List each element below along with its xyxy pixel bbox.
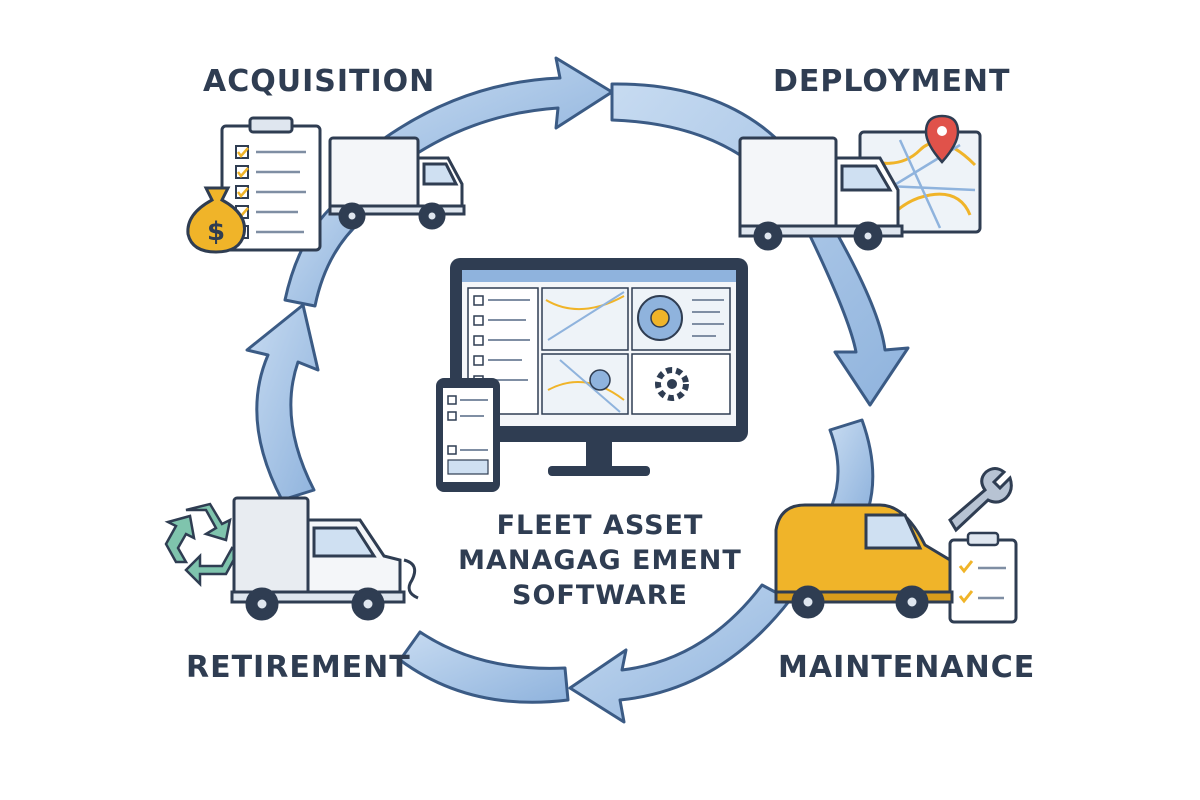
tablet-icon <box>436 378 500 492</box>
cargo-van-icon <box>774 503 954 619</box>
arrow-maintenance-to-retirement <box>568 583 792 724</box>
wrench-icon <box>948 467 1013 533</box>
money-bag-icon: $ <box>186 186 247 254</box>
arrow-retirement-to-acquisition <box>245 303 320 502</box>
delivery-truck-icon <box>738 136 904 251</box>
box-truck-icon <box>328 136 466 230</box>
worn-truck-icon <box>230 496 419 621</box>
stage-label-deployment: DEPLOYMENT <box>773 64 1011 99</box>
center-title-line-3: SOFTWARE <box>512 580 688 611</box>
recycle-icon <box>164 502 240 588</box>
monitor-icon <box>450 258 748 476</box>
center-title-line-1: FLEET ASSET <box>496 510 704 541</box>
center-title-line-2: MANAGAG EMENT <box>458 545 742 576</box>
stage-label-maintenance: MAINTENANCE <box>778 650 1036 685</box>
center-title: FLEET ASSET MANAGAG EMENT SOFTWARE <box>440 508 760 613</box>
acquisition-illustration: $ <box>186 116 466 254</box>
stage-label-acquisition: ACQUISITION <box>203 64 436 99</box>
maintenance-illustration <box>774 467 1018 624</box>
stage-label-retirement: RETIREMENT <box>186 650 411 685</box>
arrow-bottom-left-connector <box>398 630 570 704</box>
gear-icon <box>655 367 689 401</box>
deployment-illustration <box>738 114 982 251</box>
inspection-clipboard-icon <box>948 531 1018 624</box>
retirement-illustration <box>164 496 419 621</box>
location-pin-icon <box>924 114 960 164</box>
arrow-right-connector <box>828 418 875 512</box>
svg-text:$: $ <box>207 217 225 247</box>
